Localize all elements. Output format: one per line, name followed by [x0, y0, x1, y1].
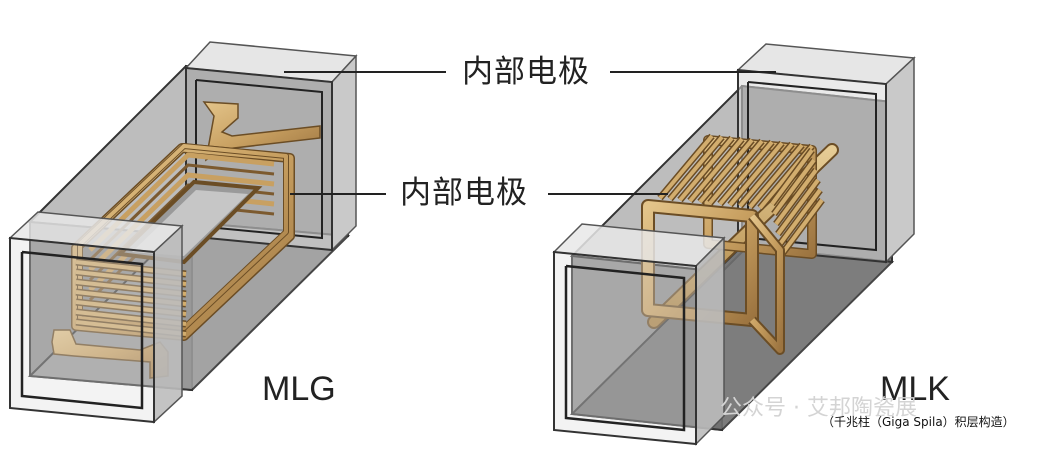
- mlg-front-electrode: [8, 211, 184, 424]
- mlg-label: MLG: [262, 370, 336, 408]
- leader-lines: [284, 71, 776, 195]
- mlg-coil: [51, 101, 321, 379]
- watermark: 公众号 · 艾邦陶瓷展: [720, 396, 917, 421]
- mlg-chip: [8, 41, 358, 424]
- mlk-chip: [552, 43, 916, 446]
- electrode-label-top: 内部电极: [462, 54, 590, 90]
- mlk-label: MLK: [880, 370, 950, 408]
- electrode-label-mid: 内部电极: [400, 175, 528, 211]
- mlk-front-electrode: [552, 223, 726, 446]
- structure-credit: （千兆柱（Giga Spila）积层构造）: [822, 415, 1015, 429]
